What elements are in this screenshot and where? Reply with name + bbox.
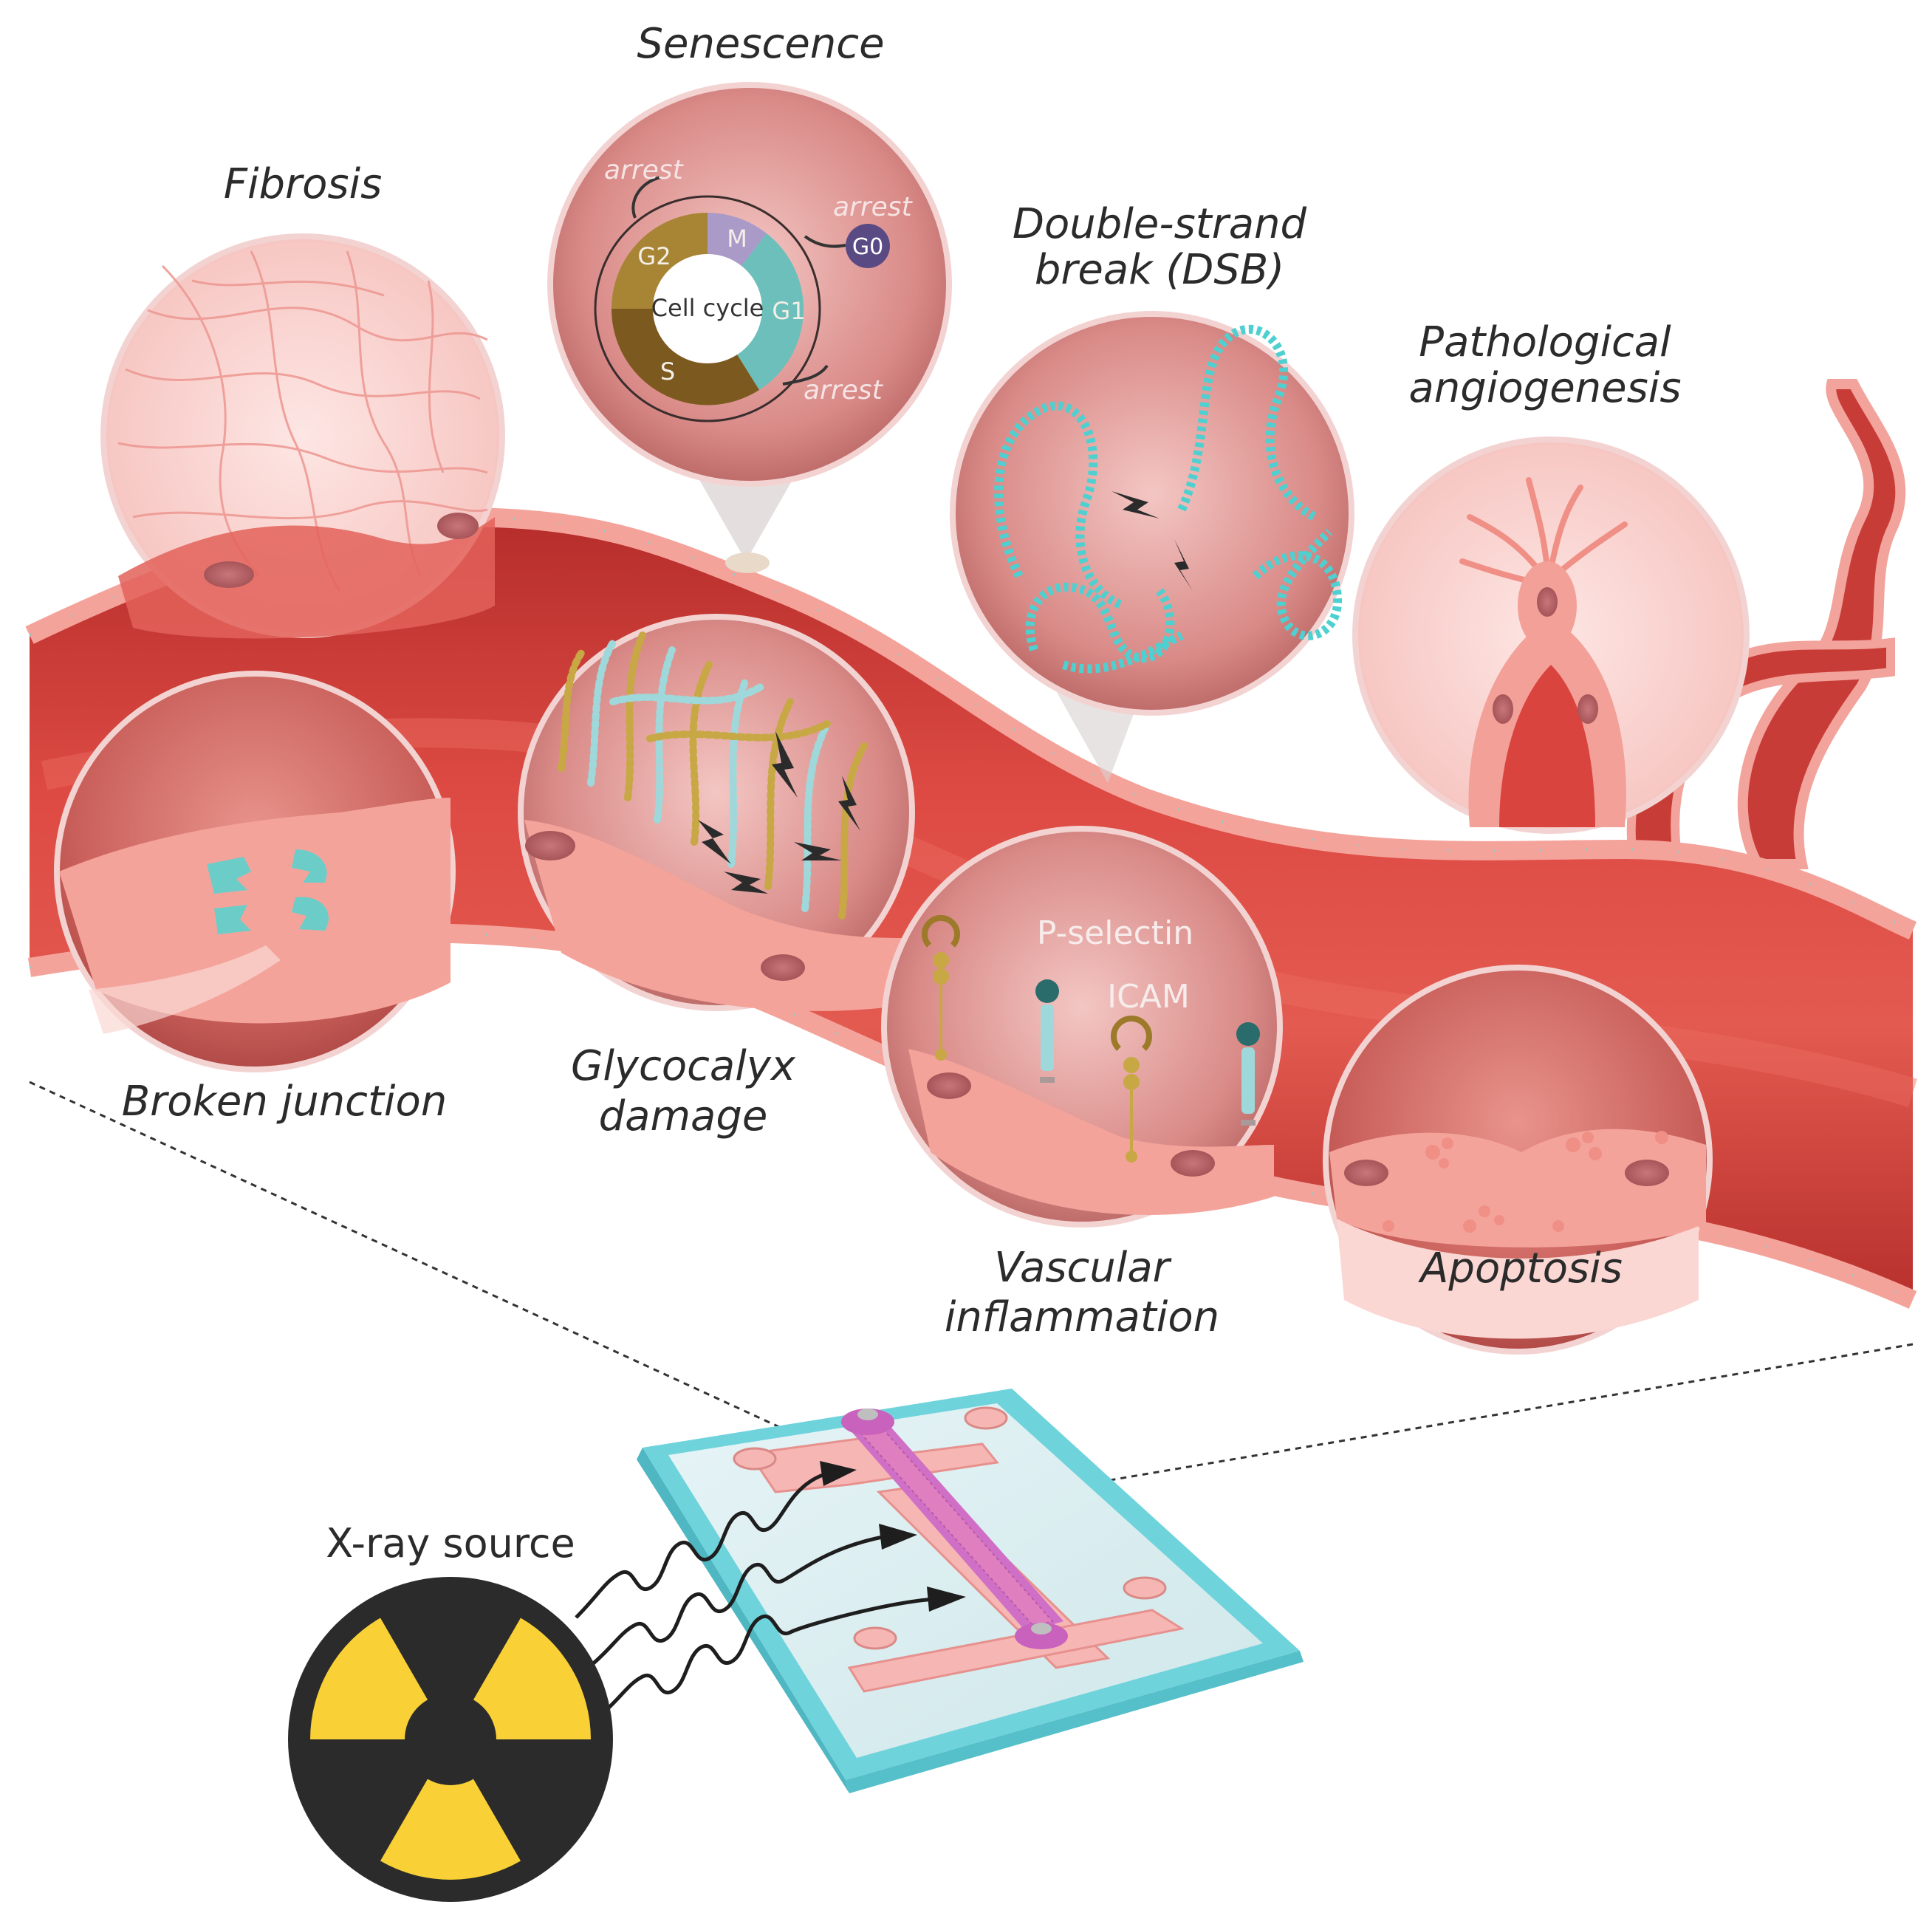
- g0-label: G0: [852, 234, 883, 260]
- junction-proteins: [207, 849, 329, 934]
- phase-g1-label: G1: [772, 297, 805, 325]
- phase-s-label: S: [660, 357, 675, 386]
- wave-arrowhead-3: [927, 1587, 966, 1612]
- p-selectin-label: P-selectin: [1037, 914, 1193, 952]
- glycocalyx-label-line1: Glycocalyx: [571, 1042, 796, 1090]
- glycocalyx-callout: [518, 614, 915, 1011]
- apoptotic-bodies: [1383, 1131, 1668, 1233]
- chip-inlet: [841, 1409, 894, 1435]
- p-selectin-molecule-1: [922, 914, 960, 1061]
- glycocalyx-chains: [558, 632, 868, 920]
- wave-arrowhead-1: [820, 1461, 857, 1486]
- glyco-bolt-2: [698, 820, 731, 864]
- broken-junction-label: Broken junction: [122, 1078, 447, 1126]
- dsb-label-line2: break (DSB): [1035, 246, 1284, 294]
- glyco-bolt-4: [724, 872, 768, 894]
- wave-arrowhead-2: [879, 1524, 917, 1550]
- phase-g2-label: G2: [637, 242, 671, 270]
- radiation-icon: [288, 1577, 613, 1902]
- apoptosis-callout: [1323, 965, 1713, 1355]
- angiogenesis-label-line1: Pathological: [1419, 318, 1671, 366]
- p-selectin-molecule-2: [1111, 1016, 1152, 1163]
- apoptosis-label: Apoptosis: [1418, 1245, 1623, 1293]
- angiogenesis-label-line2: angiogenesis: [1408, 364, 1681, 412]
- senescence-callout: Cell cycle M G1 S G2 arrest arrest arres…: [547, 82, 952, 573]
- xray-waves: [575, 1471, 935, 1719]
- glyco-bolt-3: [794, 842, 842, 860]
- vascular-inflammation-callout: P-selectin ICAM: [881, 826, 1283, 1228]
- fibrosis-label: Fibrosis: [224, 160, 383, 208]
- arrest-label-top: arrest: [604, 155, 685, 185]
- vascular-inflammation-label-line2: inflammation: [945, 1293, 1219, 1341]
- arrest-arrow-g2: [631, 176, 662, 219]
- organ-chip: [637, 1389, 1304, 1793]
- dsb-callout: [950, 311, 1354, 783]
- glyco-bolt-5: [838, 776, 860, 831]
- icam-molecule-1: [1035, 979, 1059, 1083]
- dna-strands: [994, 324, 1343, 674]
- icam-label: ICAM: [1107, 978, 1190, 1016]
- chip-port-3: [1123, 1576, 1167, 1600]
- arrest-label-bottom: arrest: [804, 375, 884, 405]
- icam-molecule-2: [1236, 1022, 1260, 1126]
- fibrosis-callout: [100, 233, 505, 639]
- angiogenesis-callout: [1352, 437, 1750, 834]
- arrest-arrow-g0: [804, 235, 846, 248]
- xray-source-label: X-ray source: [326, 1520, 575, 1567]
- chip-port-4: [853, 1626, 897, 1650]
- dsb-bolt-2: [1174, 539, 1193, 591]
- cell-cycle-wheel: Cell cycle M G1 S G2: [594, 195, 821, 422]
- dsb-bolt-1: [1111, 491, 1159, 518]
- chip-outlet: [1015, 1623, 1068, 1649]
- senescence-label: Senescence: [637, 20, 884, 68]
- vascular-inflammation-label-line1: Vascular: [994, 1244, 1171, 1292]
- arrest-label-right: arrest: [833, 192, 914, 222]
- phase-m-label: M: [727, 225, 747, 253]
- g0-badge: [846, 224, 890, 268]
- arrest-arrow-g1: [782, 364, 829, 386]
- glycocalyx-label-line2: damage: [599, 1092, 768, 1140]
- broken-junction-callout: [54, 671, 456, 1072]
- chip-port-2: [964, 1406, 1008, 1430]
- chip-port-1: [733, 1447, 777, 1471]
- zoom-guide-right: [952, 1343, 1914, 1508]
- dsb-label-line1: Double-strand: [1013, 200, 1307, 248]
- glyco-bolt-1: [772, 731, 798, 798]
- cell-cycle-center-label: Cell cycle: [651, 294, 764, 322]
